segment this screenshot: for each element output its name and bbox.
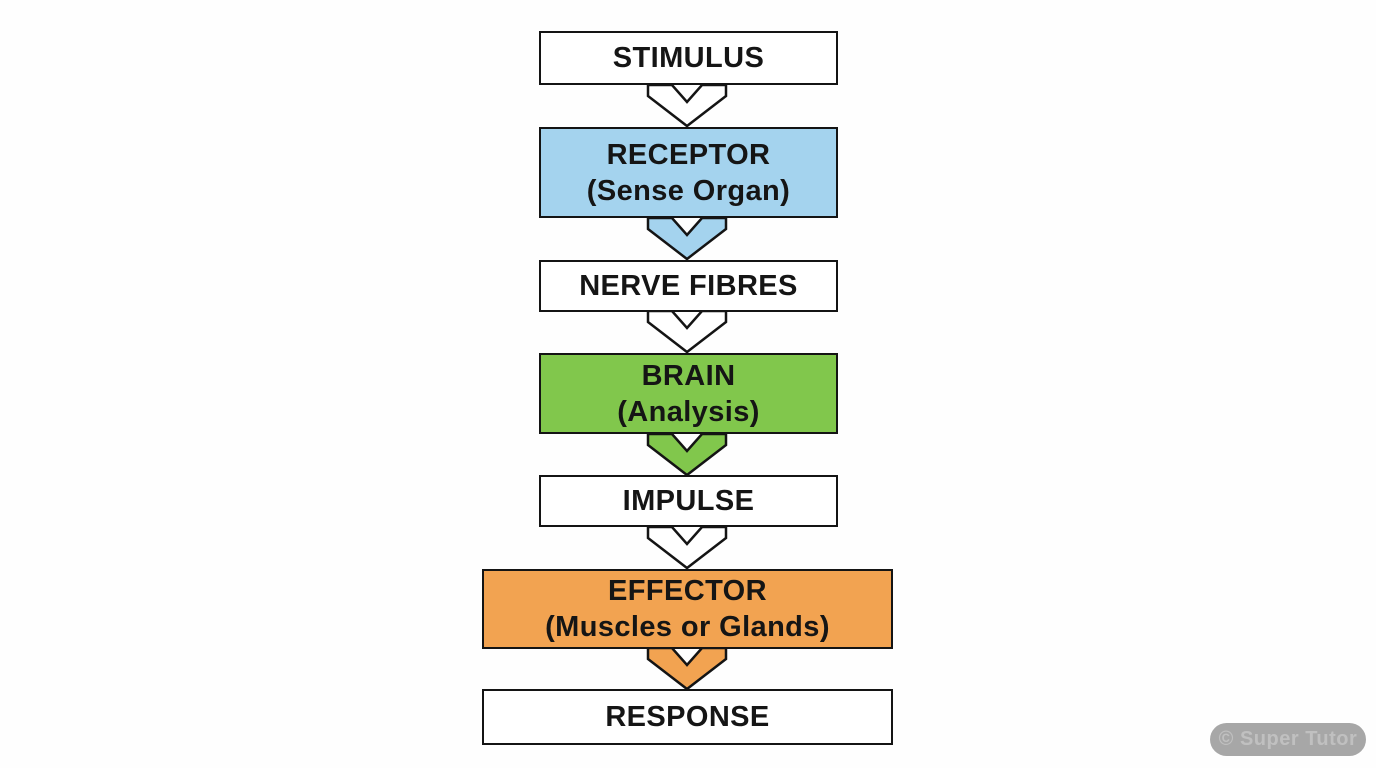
arrow-down-icon [646, 433, 728, 477]
flow-box-nerve-fibres: NERVE FIBRES [539, 260, 838, 312]
flow-box-brain: BRAIN (Analysis) [539, 353, 838, 434]
flow-box-label: BRAIN [641, 359, 736, 392]
flow-box-label: EFFECTOR [608, 575, 767, 607]
flow-box-sublabel: (Sense Organ) [586, 174, 791, 207]
arrow-down-icon [646, 217, 728, 261]
watermark-badge: © Super Tutor [1210, 723, 1366, 756]
flow-box-label: RECEPTOR [606, 138, 771, 171]
flow-box-effector: EFFECTOR (Muscles or Glands) [482, 569, 893, 649]
watermark-label: © Super Tutor [1218, 728, 1358, 750]
flow-box-receptor: RECEPTOR (Sense Organ) [539, 127, 838, 218]
flow-box-label: IMPULSE [622, 485, 755, 517]
arrow-down-icon [646, 310, 728, 354]
flow-box-label: RESPONSE [605, 701, 770, 733]
flow-box-sublabel: (Muscles or Glands) [545, 611, 830, 643]
arrow-down-icon [646, 84, 728, 128]
flow-box-label: STIMULUS [612, 42, 765, 74]
flow-box-label: NERVE FIBRES [579, 270, 798, 302]
flow-box-impulse: IMPULSE [539, 475, 838, 527]
flow-box-response: RESPONSE [482, 689, 893, 745]
flow-box-stimulus: STIMULUS [539, 31, 838, 85]
flow-box-sublabel: (Analysis) [617, 395, 760, 428]
arrow-down-icon [646, 526, 728, 570]
arrow-down-icon [646, 647, 728, 691]
